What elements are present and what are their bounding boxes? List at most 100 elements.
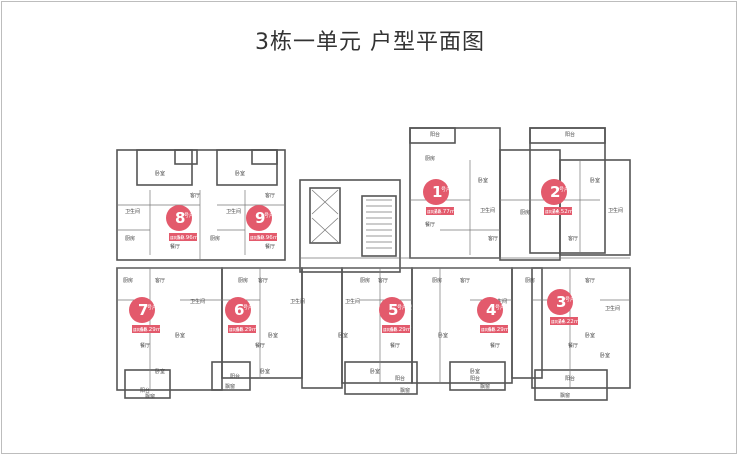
room-label-kitchen: 厨房 [360, 277, 370, 284]
room-label-bedroom: 卧室 [478, 177, 488, 184]
unit-area-prefix: 建筑面积 [383, 327, 397, 332]
room-label-balcony: 阳台 [565, 131, 575, 138]
room-label-bathroom: 卫生间 [290, 298, 305, 305]
room-label-living: 客厅 [585, 277, 595, 284]
unit-badge-number: 8 [175, 209, 185, 227]
wall-block [344, 361, 418, 395]
unit-badge-circle [379, 297, 405, 323]
wall-block [449, 361, 506, 391]
unit-badge-circle [166, 205, 192, 231]
unit-area-prefix: 建筑面积 [545, 209, 559, 214]
room-label-bay: 飘窗 [145, 393, 155, 400]
unit-area-prefix: 建筑面积 [133, 327, 147, 332]
room-label-dining: 餐厅 [265, 243, 275, 250]
room-label-balcony: 阳台 [230, 373, 240, 380]
wall-block [529, 127, 606, 144]
room-label-dining: 餐厅 [140, 342, 150, 349]
room-label-kitchen: 厨房 [520, 209, 530, 216]
elevator-shaft [311, 217, 339, 243]
room-label-bedroom: 卧室 [470, 368, 480, 375]
room-label-living: 客厅 [488, 235, 498, 242]
unit-badge-number: 2 [550, 183, 560, 201]
unit-area-value: 73.77㎡ [434, 207, 456, 215]
room-label-bedroom: 卧室 [370, 368, 380, 375]
wall-block [409, 127, 456, 144]
room-label-bathroom: 卫生间 [125, 208, 140, 215]
room-label-bay: 飘窗 [560, 392, 570, 399]
unit-area-value: 68.29㎡ [488, 325, 510, 333]
unit-area-value: 74.52㎡ [552, 207, 574, 215]
wall-block [301, 267, 343, 389]
room-label-living: 客厅 [265, 192, 275, 199]
room-label-bedroom: 卧室 [438, 332, 448, 339]
unit-badge-suffix: 号户型 [184, 212, 199, 219]
unit-badges: 1号户型建筑面积73.77㎡2号户型建筑面积74.52㎡3号户型建筑面积74.2… [129, 179, 580, 333]
room-label-kitchen: 厨房 [425, 155, 435, 162]
unit-area-value: 74.22㎡ [558, 317, 580, 325]
unit-badge-suffix: 号户型 [495, 304, 510, 311]
unit-area-tag [249, 233, 277, 241]
room-label-dining: 餐厅 [390, 342, 400, 349]
room-label-bathroom: 卫生间 [345, 298, 360, 305]
unit-area-prefix: 建筑面积 [250, 235, 264, 240]
wall-block [299, 179, 401, 273]
room-label-living: 客厅 [460, 277, 470, 284]
unit-area-tag [382, 325, 410, 333]
room-label-dining: 餐厅 [490, 342, 500, 349]
room-label-living: 客厅 [378, 277, 388, 284]
room-label-bay: 飘窗 [480, 383, 490, 390]
room-label-dining: 餐厅 [425, 221, 435, 228]
wall-block [174, 149, 198, 165]
unit-badge-suffix: 号户型 [565, 296, 580, 303]
wall-block [309, 187, 341, 244]
room-label-bathroom: 卫生间 [190, 298, 205, 305]
unit-area-value: 68.29㎡ [140, 325, 162, 333]
unit-badge-suffix: 号户型 [264, 212, 279, 219]
unit-area-tag [544, 207, 572, 215]
unit-badge-number: 6 [234, 301, 244, 319]
wall-block [216, 149, 278, 186]
unit-badge-number: 3 [556, 293, 566, 311]
floor-plan-room-labels: 卧室卧室客厅客厅卫生间卫生间厨房厨房餐厅餐厅阳台阳台卧室卧室卫生间卫生间客厅客厅… [123, 131, 623, 400]
wall-block [251, 149, 278, 165]
unit-area-value: 50.96㎡ [257, 233, 279, 241]
room-label-bathroom: 卫生间 [226, 208, 241, 215]
wall-block [361, 195, 397, 257]
unit-badge-circle [477, 297, 503, 323]
unit-area-prefix: 建筑面积 [170, 235, 184, 240]
room-label-balcony: 阳台 [140, 387, 150, 394]
unit-area-prefix: 建筑面积 [551, 319, 565, 324]
room-label-bathroom: 卫生间 [605, 305, 620, 312]
room-label-balcony: 阳台 [565, 375, 575, 382]
room-label-bedroom: 卧室 [585, 332, 595, 339]
unit-badge-circle [547, 289, 573, 315]
unit-area-tag [550, 317, 578, 325]
room-label-dining: 餐厅 [170, 243, 180, 250]
room-label-bay: 飘窗 [225, 383, 235, 390]
unit-badge-circle [225, 297, 251, 323]
room-label-bay: 飘窗 [400, 387, 410, 394]
room-label-living: 客厅 [568, 235, 578, 242]
room-label-bedroom: 卧室 [268, 332, 278, 339]
unit-area-value: 50.96㎡ [177, 233, 199, 241]
unit-area-prefix: 建筑面积 [229, 327, 243, 332]
room-label-dining: 餐厅 [568, 342, 578, 349]
unit-badge-suffix: 号户型 [441, 186, 456, 193]
room-label-bedroom: 卧室 [338, 332, 348, 339]
wall-block [511, 267, 543, 379]
wall-block [124, 369, 171, 399]
room-label-bathroom: 卫生间 [608, 207, 623, 214]
room-label-dining: 餐厅 [255, 342, 265, 349]
room-label-kitchen: 厨房 [432, 277, 442, 284]
unit-area-tag [480, 325, 508, 333]
unit-badge-number: 9 [255, 209, 265, 227]
room-label-kitchen: 厨房 [123, 277, 133, 284]
wall-block [136, 149, 193, 186]
unit-area-prefix: 建筑面积 [427, 209, 441, 214]
